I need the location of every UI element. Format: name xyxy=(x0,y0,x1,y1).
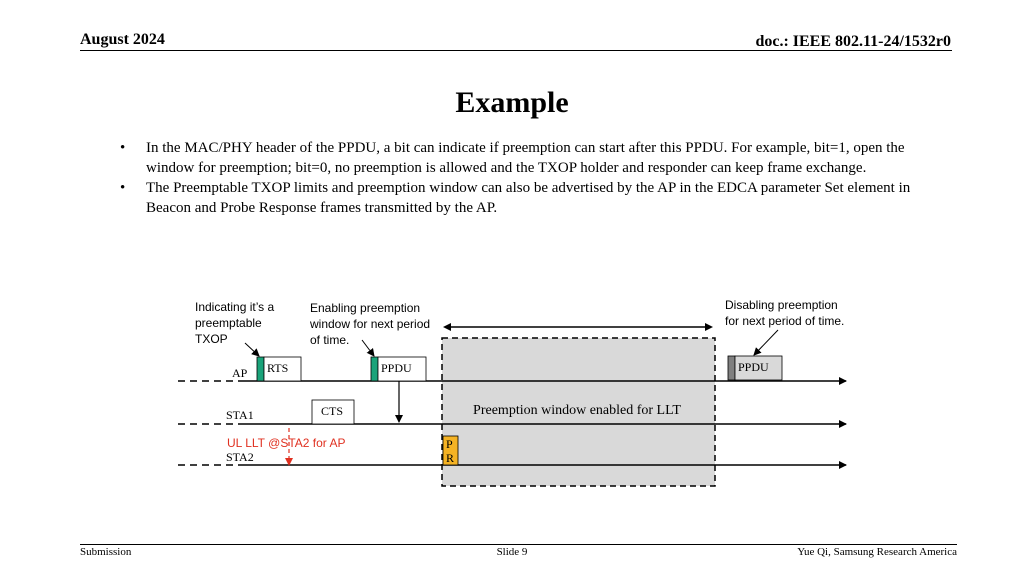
enabling-pointer xyxy=(361,339,375,357)
bullet-list: In the MAC/PHY header of the PPDU, a bit… xyxy=(120,138,920,218)
header-doc-id: doc.: IEEE 802.11-24/1532r0 xyxy=(755,33,951,50)
annotation-line: Enabling preemption xyxy=(310,301,420,315)
footer-divider xyxy=(80,544,957,545)
slide-title: Example xyxy=(455,86,569,119)
footer-submission: Submission xyxy=(80,546,132,558)
footer-author: Yue Qi, Samsung Research America xyxy=(797,546,957,558)
sta1-label: STA1 xyxy=(226,408,254,422)
pr-label-p: P xyxy=(446,437,453,451)
header-divider xyxy=(80,50,952,51)
annotation-disabling: Disabling preemption for next period of … xyxy=(725,298,844,328)
preemption-window xyxy=(441,337,716,487)
bullet-item: In the MAC/PHY header of the PPDU, a bit… xyxy=(120,138,920,178)
annotation-line: window for next period xyxy=(309,317,430,331)
annotation-preemptable-txop: Indicating it’s a preemptable TXOP xyxy=(195,300,274,346)
annotation-line: of time. xyxy=(310,333,349,347)
annotation-line: preemptable xyxy=(195,316,262,330)
sta2-label: STA2 xyxy=(226,450,254,464)
annotation-line: Disabling preemption xyxy=(725,298,838,312)
header-date: August 2024 xyxy=(80,31,165,48)
annotation-line: TXOP xyxy=(195,332,228,346)
preemptable-pointer xyxy=(244,342,260,357)
footer-slide-number: Slide 9 xyxy=(496,546,528,558)
pr-label-r: R xyxy=(446,451,454,465)
rts-indicator xyxy=(256,356,265,382)
ppdu-disable-indicator xyxy=(727,355,736,381)
cts-label: CTS xyxy=(321,404,343,418)
annotation-line: for next period of time. xyxy=(725,314,844,328)
ppdu-label: PPDU xyxy=(381,361,412,375)
annotation-enabling: Enabling preemption window for next peri… xyxy=(309,301,430,347)
annotation-line: Indicating it’s a xyxy=(195,300,274,314)
ap-label: AP xyxy=(232,366,248,380)
pr-frame xyxy=(442,435,459,466)
bullet-item: The Preemptable TXOP limits and preempti… xyxy=(120,178,920,218)
rts-frame xyxy=(263,356,302,382)
ppdu-indicator xyxy=(370,356,379,382)
ppdu-label-2: PPDU xyxy=(738,360,769,374)
ppdu-frame-2 xyxy=(734,355,783,381)
ul-llt-label: UL LLT @STA2 for AP xyxy=(227,436,345,450)
disabling-pointer xyxy=(753,329,779,356)
rts-label: RTS xyxy=(267,361,288,375)
preemption-window-label: Preemption window enabled for LLT xyxy=(473,403,681,418)
ppdu-frame xyxy=(377,356,427,382)
cts-frame xyxy=(311,399,355,425)
